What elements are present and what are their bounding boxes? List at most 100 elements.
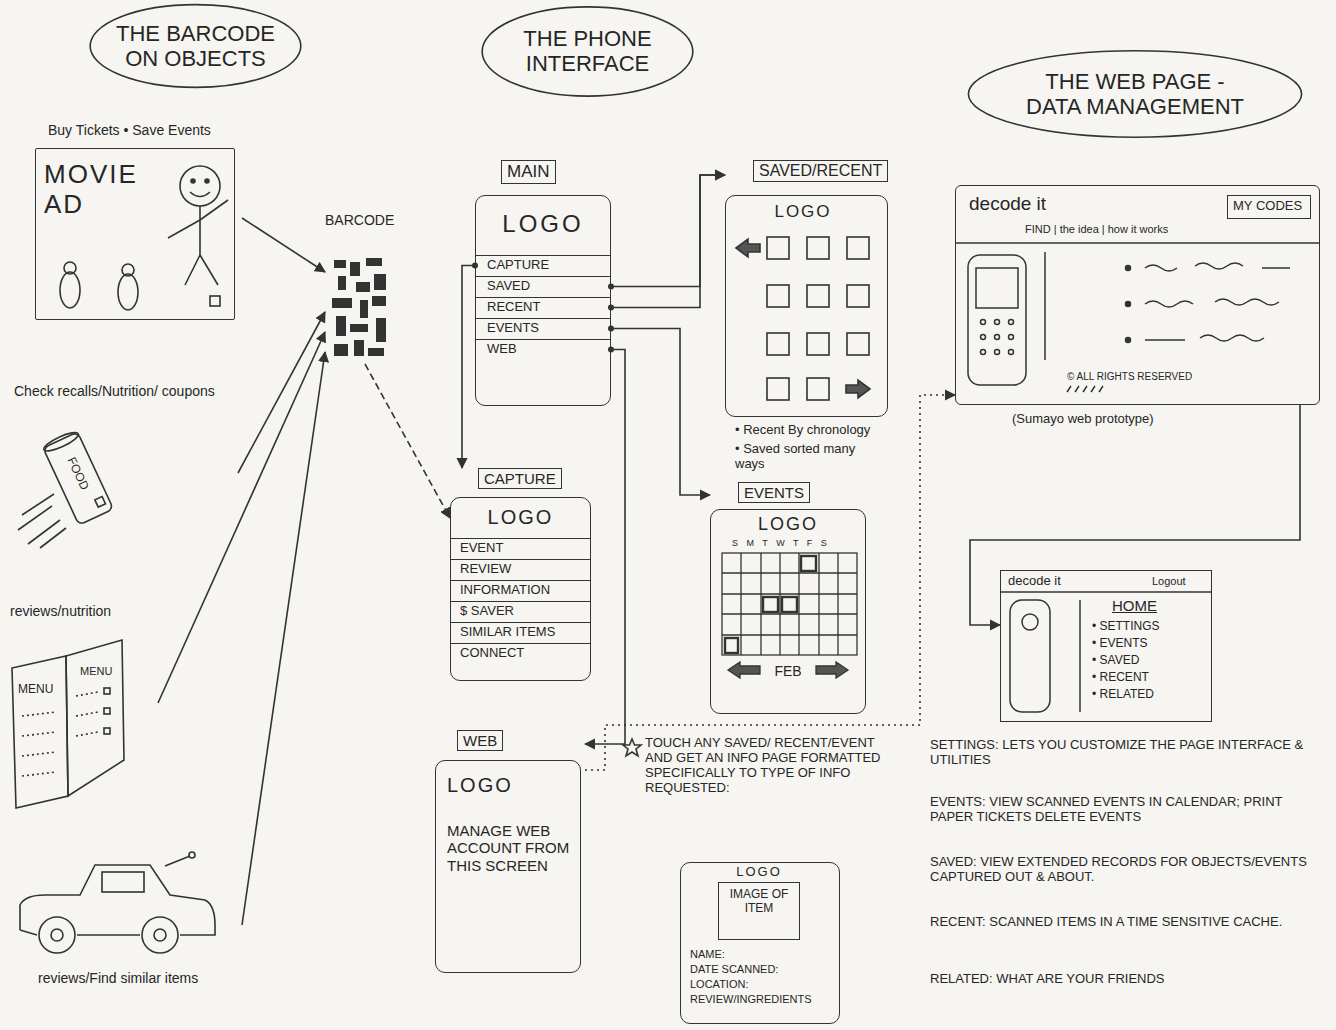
connector-arrow bbox=[242, 218, 325, 272]
thumbnail-grid-part bbox=[736, 239, 760, 257]
thumbnail-grid-part bbox=[847, 285, 869, 307]
stick-figure-part bbox=[205, 179, 209, 183]
screen-title: EVENTS bbox=[738, 482, 810, 503]
menu-row: WEB bbox=[475, 339, 611, 360]
car-drawing-part bbox=[154, 929, 166, 941]
ellipse-shape bbox=[968, 51, 1301, 137]
ellipse-shape bbox=[482, 7, 693, 96]
connector-arrow bbox=[242, 352, 325, 925]
node-text: REVIEW bbox=[460, 562, 511, 577]
home-page-art-part bbox=[1022, 614, 1038, 630]
node-text: LOGO bbox=[450, 506, 591, 529]
barcode-pattern-part bbox=[332, 298, 352, 308]
menu-row: INFORMATION bbox=[450, 580, 591, 601]
node-text: reviews/Find similar items bbox=[38, 970, 198, 986]
node-text: MOVIE AD bbox=[44, 160, 169, 220]
node-text: LOGO bbox=[475, 210, 611, 238]
box-outline bbox=[725, 195, 888, 417]
node-text: INFORMATION bbox=[460, 583, 550, 598]
calendar-grid-part bbox=[725, 638, 738, 653]
note-text: SAVED: VIEW EXTENDED RECORDS FOR OBJECTS… bbox=[930, 855, 1310, 885]
stick-figure-part bbox=[200, 200, 228, 220]
node-text: Buy Tickets • Save Events bbox=[48, 122, 211, 138]
web-prototype-art-part bbox=[1126, 338, 1131, 343]
barcode-pattern-part bbox=[376, 318, 386, 342]
home-page-art-part bbox=[1000, 591, 1212, 593]
thumbnail-grid-part bbox=[807, 378, 829, 400]
stick-figure bbox=[168, 166, 228, 285]
node-text: decode it bbox=[969, 193, 1046, 215]
node-text: IMAGE OF ITEM bbox=[722, 888, 796, 916]
menu-card-part bbox=[66, 640, 124, 796]
node-text: THE PHONE INTERFACE bbox=[495, 26, 680, 77]
section-ellipse: THE PHONE INTERFACE bbox=[480, 4, 695, 99]
web-prototype-art-part bbox=[955, 242, 1320, 244]
screen-title: WEB bbox=[457, 730, 503, 751]
node-text: FIND | the idea | how it works bbox=[1025, 223, 1168, 236]
car-drawing-part bbox=[102, 872, 144, 892]
node-text: CAPTURE bbox=[487, 258, 549, 273]
stick-figure-part bbox=[180, 166, 220, 206]
calendar-grid-part bbox=[741, 553, 838, 655]
barcode-pattern-part bbox=[354, 340, 364, 356]
node-text: Logout bbox=[1152, 575, 1186, 588]
food-can-part bbox=[18, 494, 66, 548]
section-ellipse: THE BARCODE ON OBJECTS bbox=[88, 2, 303, 90]
web-prototype-art bbox=[955, 243, 1320, 392]
node-text: • RELATED bbox=[1092, 688, 1154, 702]
car-drawing-part bbox=[51, 929, 63, 941]
connector-arrow bbox=[462, 266, 475, 469]
node-text: THE WEB PAGE - DATA MANAGEMENT bbox=[1020, 69, 1250, 120]
section-ellipse: THE WEB PAGE - DATA MANAGEMENT bbox=[965, 48, 1305, 140]
node-text: • SAVED bbox=[1092, 654, 1139, 668]
node-text: EVENT bbox=[460, 541, 503, 556]
node-text: S M T W T F S bbox=[732, 538, 847, 548]
menu-row: SAVED bbox=[475, 276, 611, 297]
web-page: decode itLogoutHOME• SETTINGS• EVENTS• S… bbox=[1000, 570, 1212, 722]
thumbnail-grid-part bbox=[846, 380, 870, 398]
note-text: SETTINGS: LETS YOU CUSTOMIZE THE PAGE IN… bbox=[930, 738, 1310, 768]
penguin-figures-part bbox=[122, 264, 134, 276]
node-text: SAVED bbox=[487, 279, 530, 294]
node-text: EVENTS bbox=[487, 321, 539, 336]
menu-card bbox=[12, 640, 124, 808]
thumbnail-grid bbox=[736, 237, 870, 400]
car-drawing-part bbox=[20, 865, 215, 935]
web-prototype-art-part bbox=[995, 320, 1000, 325]
note-text: • Saved sorted many ways bbox=[735, 442, 885, 472]
node-text: SIMILAR ITEMS bbox=[460, 625, 555, 640]
calendar-grid-part bbox=[782, 597, 797, 612]
web-prototype-art-part bbox=[1126, 302, 1131, 307]
barcode-pattern-part bbox=[350, 324, 368, 332]
can-body bbox=[42, 429, 114, 525]
car-drawing-part bbox=[165, 856, 190, 866]
car-drawing-part bbox=[142, 917, 178, 953]
menu-row: CONNECT bbox=[450, 643, 591, 664]
connector-dot bbox=[608, 284, 614, 290]
nav-button: MY CODES bbox=[1227, 195, 1311, 219]
food-can bbox=[18, 429, 113, 548]
node-text: • EVENTS bbox=[1092, 637, 1148, 651]
car-drawing-part bbox=[39, 917, 75, 953]
web-prototype-art-part bbox=[1126, 266, 1131, 271]
node-text: DATE SCANNED: bbox=[690, 963, 778, 976]
connector-arrow bbox=[611, 175, 725, 287]
thumbnail-grid-part bbox=[767, 237, 789, 259]
screen-title: MAIN bbox=[501, 160, 556, 184]
note-text: (Sumayo web prototype) bbox=[1012, 412, 1154, 427]
can-body-part bbox=[43, 432, 113, 525]
calendar-grid-part bbox=[816, 662, 848, 678]
node-text: FOOD bbox=[64, 455, 91, 492]
menu-card-part bbox=[12, 656, 68, 808]
barcode-pattern-part bbox=[338, 276, 346, 290]
node-text: HOME bbox=[1112, 597, 1157, 614]
web-prototype-art-part bbox=[981, 320, 986, 325]
stick-figure-part bbox=[191, 179, 195, 183]
web-prototype-art-part bbox=[1044, 252, 1046, 360]
note-text: TOUCH ANY SAVED/ RECENT/EVENT AND GET AN… bbox=[645, 736, 885, 796]
menu-card-part bbox=[76, 692, 98, 736]
connector-arrow bbox=[238, 312, 325, 473]
stick-figure-part bbox=[190, 192, 210, 197]
phone-screen: LOGONAME:DATE SCANNED:LOCATION:REVIEW/IN… bbox=[680, 862, 842, 1024]
